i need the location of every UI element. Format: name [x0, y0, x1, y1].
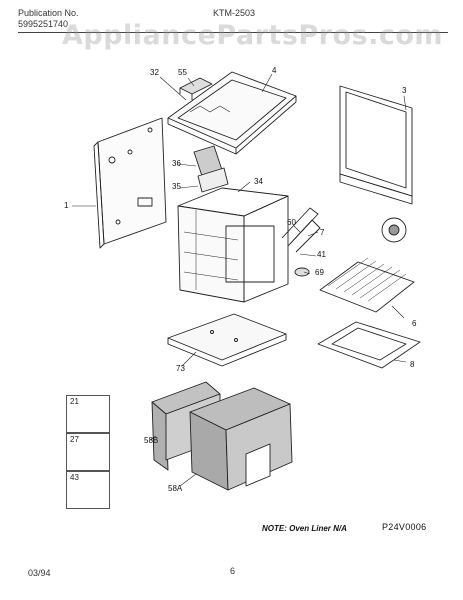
part-label-35: 35 [172, 182, 181, 191]
part-label-60: 60 [287, 218, 296, 227]
bracket-part-55 [179, 77, 213, 100]
part-label-3: 3 [402, 86, 407, 95]
part-label-8: 8 [410, 360, 415, 369]
watermark: AppliancePartsPros.com [62, 20, 444, 51]
header-rule [18, 32, 448, 33]
broiler-pan-part-8 [317, 321, 421, 369]
oven-rack-part-6 [319, 257, 415, 313]
inset-box-27: 27 [66, 433, 110, 471]
bottom-panel-part-73 [167, 313, 287, 367]
part-label-34: 34 [254, 177, 263, 186]
part-label-55: 55 [178, 68, 187, 77]
burner-box-part-36 [193, 145, 229, 193]
inset-label-21: 21 [70, 397, 79, 406]
part-label-32: 32 [150, 68, 159, 77]
top-panel-part-4 [167, 71, 297, 155]
page-number: 6 [230, 566, 236, 576]
leader-lines [72, 73, 407, 487]
part-label-4: 4 [272, 66, 277, 75]
part-label-6: 6 [412, 319, 417, 328]
part-label-69: 69 [315, 268, 324, 277]
knob-part-69 [294, 267, 310, 277]
part-label-58b: 58B [144, 436, 159, 445]
model-number: KTM-2503 [213, 8, 256, 18]
inset-box-21: 21 [66, 395, 110, 433]
diagram-code: P24V0006 [382, 522, 427, 532]
publication-number: 5995251740 [18, 19, 69, 29]
part-label-7: 7 [320, 228, 325, 237]
inset-box-43: 43 [66, 471, 110, 509]
oven-liner-note: NOTE: Oven Liner N/A [262, 524, 347, 533]
clip-part-5 [381, 217, 407, 243]
publication-label: Publication No. [18, 8, 79, 18]
inset-label-27: 27 [70, 435, 79, 444]
oven-cavity [177, 187, 289, 303]
inset-label-43: 43 [70, 473, 79, 482]
part-label-58a: 58A [168, 484, 183, 493]
insulation-part-58a [189, 387, 293, 491]
revision-date: 03/94 [28, 568, 51, 578]
side-panel-part-1 [93, 117, 167, 249]
part-label-1: 1 [64, 201, 69, 210]
door-part-3 [339, 85, 413, 205]
element-part-60 [281, 207, 321, 253]
part-label-41: 41 [317, 250, 326, 259]
part-label-36: 36 [172, 159, 181, 168]
part-label-73: 73 [176, 364, 185, 373]
